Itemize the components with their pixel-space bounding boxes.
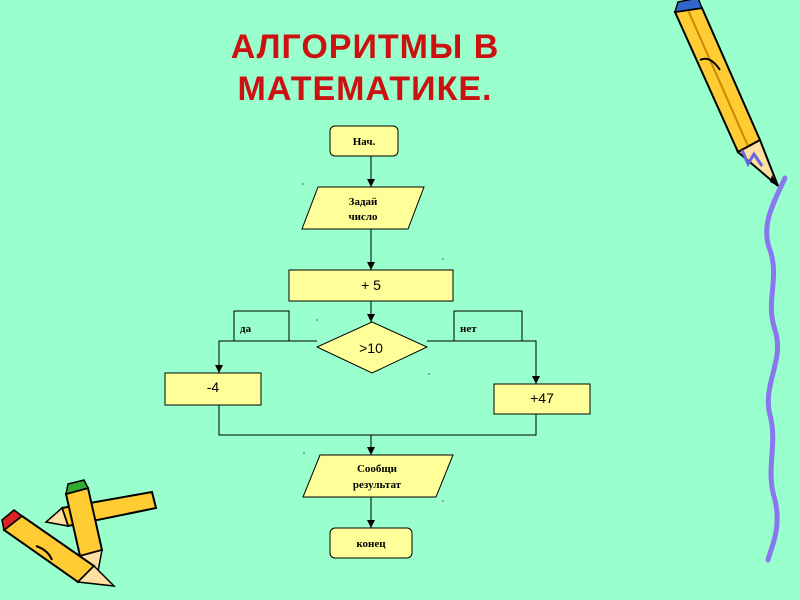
slide-title: АЛГОРИТМЫ В МАТЕМАТИКЕ. (110, 26, 620, 110)
end-label: конец (356, 538, 386, 550)
decision-label: >10 (359, 340, 383, 356)
title-line-1: АЛГОРИТМЫ В (230, 28, 500, 66)
minus-four-process (164, 372, 262, 406)
output-label-line-1: Сообщи (357, 463, 398, 475)
input-parallelogram (301, 186, 425, 230)
input-label-line-2: число (348, 211, 378, 223)
plus-forty-seven-label: +47 (530, 390, 554, 406)
greater-than-decision (315, 321, 429, 374)
flowchart-arrowheads (215, 179, 540, 528)
no-branch-label: нет (460, 323, 477, 335)
wavy-line-decoration (764, 175, 788, 563)
flowchart-connectors (218, 156, 537, 528)
start-terminal (329, 125, 399, 157)
add-five-process (288, 269, 454, 302)
input-label-line-1: Задай (349, 196, 378, 208)
output-parallelogram (302, 454, 454, 498)
end-terminal (329, 527, 413, 559)
pencil-icon (673, 0, 779, 187)
yes-branch-label: да (240, 323, 252, 335)
start-label: Нач. (353, 136, 376, 148)
title-line-2: МАТЕМАТИКЕ. (237, 70, 493, 108)
output-label-line-2: результат (353, 479, 402, 491)
crossed-pencils-icon (1, 479, 158, 587)
minus-four-label: -4 (207, 379, 220, 395)
add-five-label: + 5 (361, 277, 381, 293)
plus-forty-seven-process (493, 383, 591, 415)
decorative-specks (302, 183, 444, 502)
